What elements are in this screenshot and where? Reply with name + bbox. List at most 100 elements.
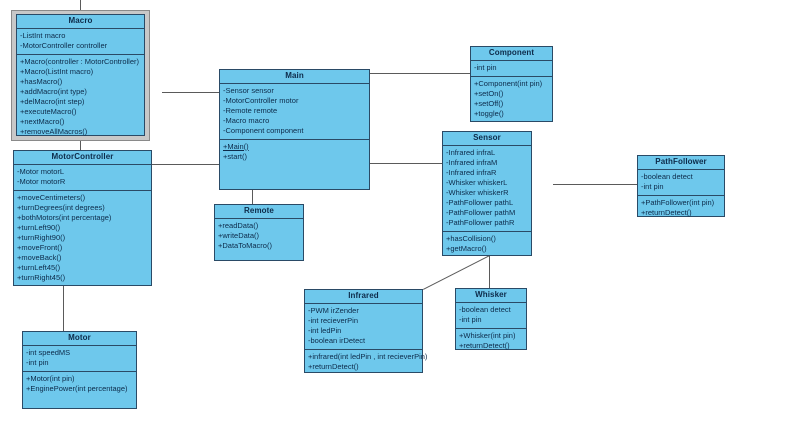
method: +turnRight45() <box>17 272 66 282</box>
class-box-pathfollower[interactable]: PathFollower -boolean detect -int pin +P… <box>637 155 725 217</box>
method: +Main() <box>223 141 249 151</box>
class-methods-component: +Component(int pin) +setOn() +setOff() +… <box>471 76 552 122</box>
method: +turnLeft90() <box>17 222 61 232</box>
class-name-macro: Macro <box>17 15 144 29</box>
class-attributes-pathfollower: -boolean detect -int pin <box>638 170 724 195</box>
attribute: -int pin <box>26 357 49 367</box>
method: +EnginePower(int percentage) <box>26 383 128 393</box>
class-box-main[interactable]: Main -Sensor sensor -MotorController mot… <box>219 69 370 190</box>
class-methods-remote: +readData() +writeData() +DataToMacro() <box>215 219 303 254</box>
connector-sensor-pathfollower <box>553 184 637 185</box>
method: +setOff() <box>474 98 504 108</box>
method: +returnDetect() <box>641 207 692 217</box>
class-methods-main: +Main() +start() <box>220 139 369 165</box>
class-box-remote[interactable]: Remote +readData() +writeData() +DataToM… <box>214 204 304 261</box>
connector-macro-main <box>162 92 219 93</box>
class-box-whisker[interactable]: Whisker -boolean detect -int pin +Whiske… <box>455 288 527 350</box>
attribute: -Whisker whiskerR <box>446 187 509 197</box>
method: +writeData() <box>218 230 260 240</box>
method: +Whisker(int pin) <box>459 330 516 340</box>
class-methods-motorcontroller: +moveCentimeters() +turnDegrees(int degr… <box>14 190 151 286</box>
method: +turnLeft45() <box>17 262 61 272</box>
connector-motorcontroller-motor <box>63 286 64 331</box>
class-methods-whisker: +Whisker(int pin) +returnDetect() <box>456 328 526 354</box>
method: +returnDetect() <box>459 340 510 350</box>
method: +Motor(int pin) <box>26 373 75 383</box>
class-name-sensor: Sensor <box>443 132 531 146</box>
connector-main-remote <box>252 190 253 204</box>
attribute: -Infrared infraL <box>446 147 496 157</box>
connector-main-sensor <box>370 163 442 164</box>
method: +moveBack() <box>17 252 62 262</box>
attribute: -Infrared infraR <box>446 167 497 177</box>
class-name-infrared: Infrared <box>305 290 422 304</box>
method: +delMacro(int step) <box>20 96 85 106</box>
method: +executeMacro() <box>20 106 77 116</box>
method: +readData() <box>218 220 259 230</box>
class-methods-motor: +Motor(int pin) +EnginePower(int percent… <box>23 371 136 397</box>
method: +bothMotors(int percentage) <box>17 212 112 222</box>
attribute: -PWM irZender <box>308 305 359 315</box>
method: +nextMacro() <box>20 116 65 126</box>
class-box-infrared[interactable]: Infrared -PWM irZender -int recieverPin … <box>304 289 428 375</box>
method: +Macro(controller : MotorController) <box>20 56 139 66</box>
class-methods-pathfollower: +PathFollower(int pin) +returnDetect() <box>638 195 724 221</box>
class-name-motorcontroller: MotorController <box>14 151 151 165</box>
method: +start() <box>223 151 247 161</box>
method: +turnRight90() <box>17 232 66 242</box>
class-box-motor[interactable]: Motor -int speedMS -int pin +Motor(int p… <box>22 331 137 409</box>
attribute: -Macro macro <box>223 115 270 125</box>
attribute: -boolean detect <box>459 304 511 314</box>
attribute: -PathFollower pathM <box>446 207 516 217</box>
method: +hasMacro() <box>20 76 63 86</box>
attribute: -int pin <box>641 181 664 191</box>
method: +infrared(int ledPin , int recieverPin) <box>308 351 428 361</box>
method: +addMacro(int type) <box>20 86 87 96</box>
attribute: -PathFollower pathR <box>446 217 515 227</box>
attribute: -Component component <box>223 125 304 135</box>
attribute: -int speedMS <box>26 347 71 357</box>
attribute: -Motor motorL <box>17 166 65 176</box>
attribute: -MotorController controller <box>20 40 108 50</box>
class-box-motorcontroller[interactable]: MotorController -Motor motorL -Motor mot… <box>13 150 152 286</box>
attribute: -int pin <box>474 62 497 72</box>
class-attributes-component: -int pin <box>471 61 552 76</box>
attribute: -MotorController motor <box>223 95 299 105</box>
attribute: -int recieverPin <box>308 315 359 325</box>
class-methods-macro: +Macro(controller : MotorController) +Ma… <box>17 54 144 140</box>
connector-macro-top-stub <box>80 0 81 10</box>
method: +removeAllMacros() <box>20 126 88 136</box>
attribute: -boolean detect <box>641 171 693 181</box>
connector-main-component <box>370 73 470 74</box>
class-attributes-sensor: -Infrared infraL -Infrared infraM -Infra… <box>443 146 531 231</box>
class-attributes-main: -Sensor sensor -MotorController motor -R… <box>220 84 369 139</box>
attribute: -Sensor sensor <box>223 85 274 95</box>
attribute: -int ledPin <box>308 325 342 335</box>
method: +turnDegrees(int degrees) <box>17 202 105 212</box>
class-box-sensor[interactable]: Sensor -Infrared infraL -Infrared infraM… <box>442 131 532 256</box>
class-attributes-macro: -ListInt macro -MotorController controll… <box>17 29 144 54</box>
attribute: -int pin <box>459 314 482 324</box>
method: +returnDetect() <box>308 361 359 371</box>
class-attributes-infrared: -PWM irZender -int recieverPin -int ledP… <box>305 304 422 349</box>
method: +Macro(ListInt macro) <box>20 66 94 76</box>
class-methods-infrared: +infrared(int ledPin , int recieverPin) … <box>305 349 428 375</box>
class-attributes-motorcontroller: -Motor motorL -Motor motorR <box>14 165 151 190</box>
attribute: -Motor motorR <box>17 176 66 186</box>
method: +hasCollision() <box>446 233 496 243</box>
connector-sensor-infrared <box>423 255 490 290</box>
attribute: -Infrared infraM <box>446 157 498 167</box>
attribute: -Whisker whiskerL <box>446 177 508 187</box>
connector-motorcontroller-main <box>152 164 219 165</box>
class-box-macro[interactable]: Macro -ListInt macro -MotorController co… <box>16 14 145 136</box>
class-attributes-whisker: -boolean detect -int pin <box>456 303 526 328</box>
attribute: -PathFollower pathL <box>446 197 514 207</box>
class-attributes-motor: -int speedMS -int pin <box>23 346 136 371</box>
method: +moveCentimeters() <box>17 192 86 202</box>
connector-sensor-whisker <box>489 256 490 288</box>
class-box-component[interactable]: Component -int pin +Component(int pin) +… <box>470 46 553 122</box>
attribute: -Remote remote <box>223 105 278 115</box>
method: +Component(int pin) <box>474 78 543 88</box>
method: +moveFront() <box>17 242 63 252</box>
